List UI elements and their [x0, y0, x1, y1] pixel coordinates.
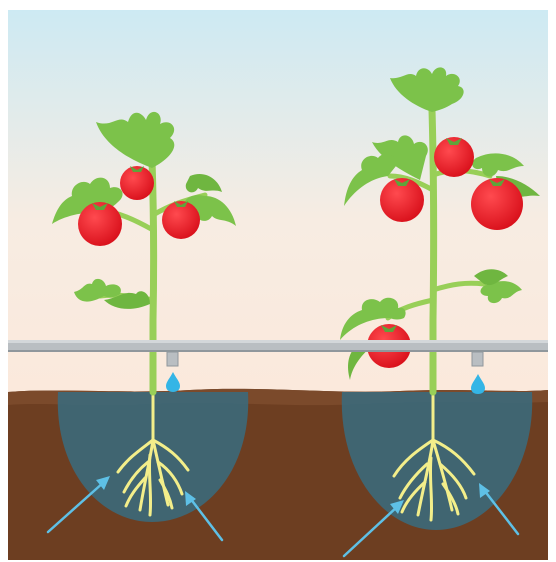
emitter-right: [472, 352, 483, 366]
emitter-left: [167, 352, 178, 366]
stem-left: [152, 160, 154, 392]
